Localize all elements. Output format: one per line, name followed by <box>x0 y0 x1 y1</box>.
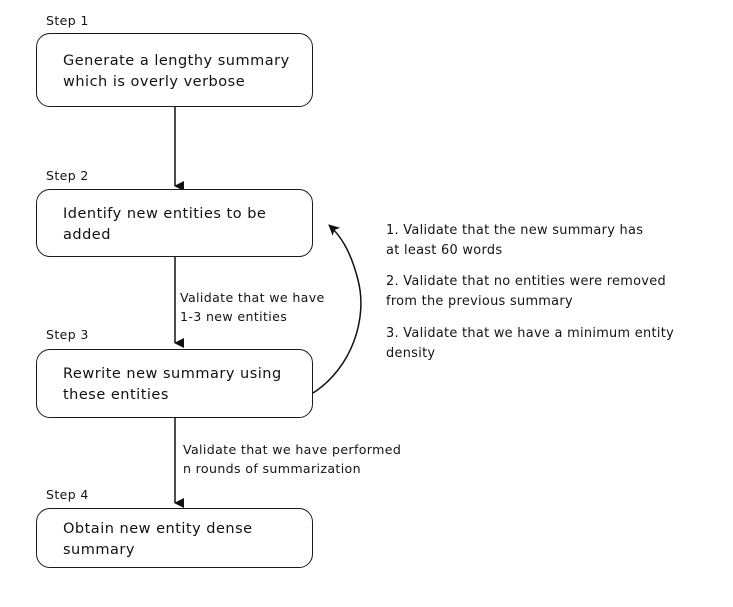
validation-item-3: 3. Validate that we have a minimum entit… <box>386 326 674 361</box>
edge-label-validate-new-entities: Validate that we have 1-3 new entities <box>180 290 325 324</box>
step-label-3: Step 3 <box>46 327 89 342</box>
node-step-3[interactable]: Rewrite new summary using these entities <box>36 349 313 418</box>
validation-item-1: 1. Validate that the new summary has at … <box>386 223 644 258</box>
node-step-4-text: Obtain new entity dense summary <box>63 521 253 558</box>
node-step-1-text: Generate a lengthy summary which is over… <box>63 53 290 90</box>
node-step-2-text: Identify new entities to be added <box>63 206 267 243</box>
step-label-1: Step 1 <box>46 13 89 28</box>
node-step-2[interactable]: Identify new entities to be added <box>36 189 313 257</box>
node-step-1[interactable]: Generate a lengthy summary which is over… <box>36 33 313 107</box>
edge-label-validate-rounds: Validate that we have performed n rounds… <box>183 442 402 476</box>
node-step-4[interactable]: Obtain new entity dense summary <box>36 508 313 568</box>
step-label-2: Step 2 <box>46 168 89 183</box>
node-step-3-text: Rewrite new summary using these entities <box>63 366 282 403</box>
step-label-4: Step 4 <box>46 487 89 502</box>
validation-item-2: 2. Validate that no entities were remove… <box>386 274 666 309</box>
